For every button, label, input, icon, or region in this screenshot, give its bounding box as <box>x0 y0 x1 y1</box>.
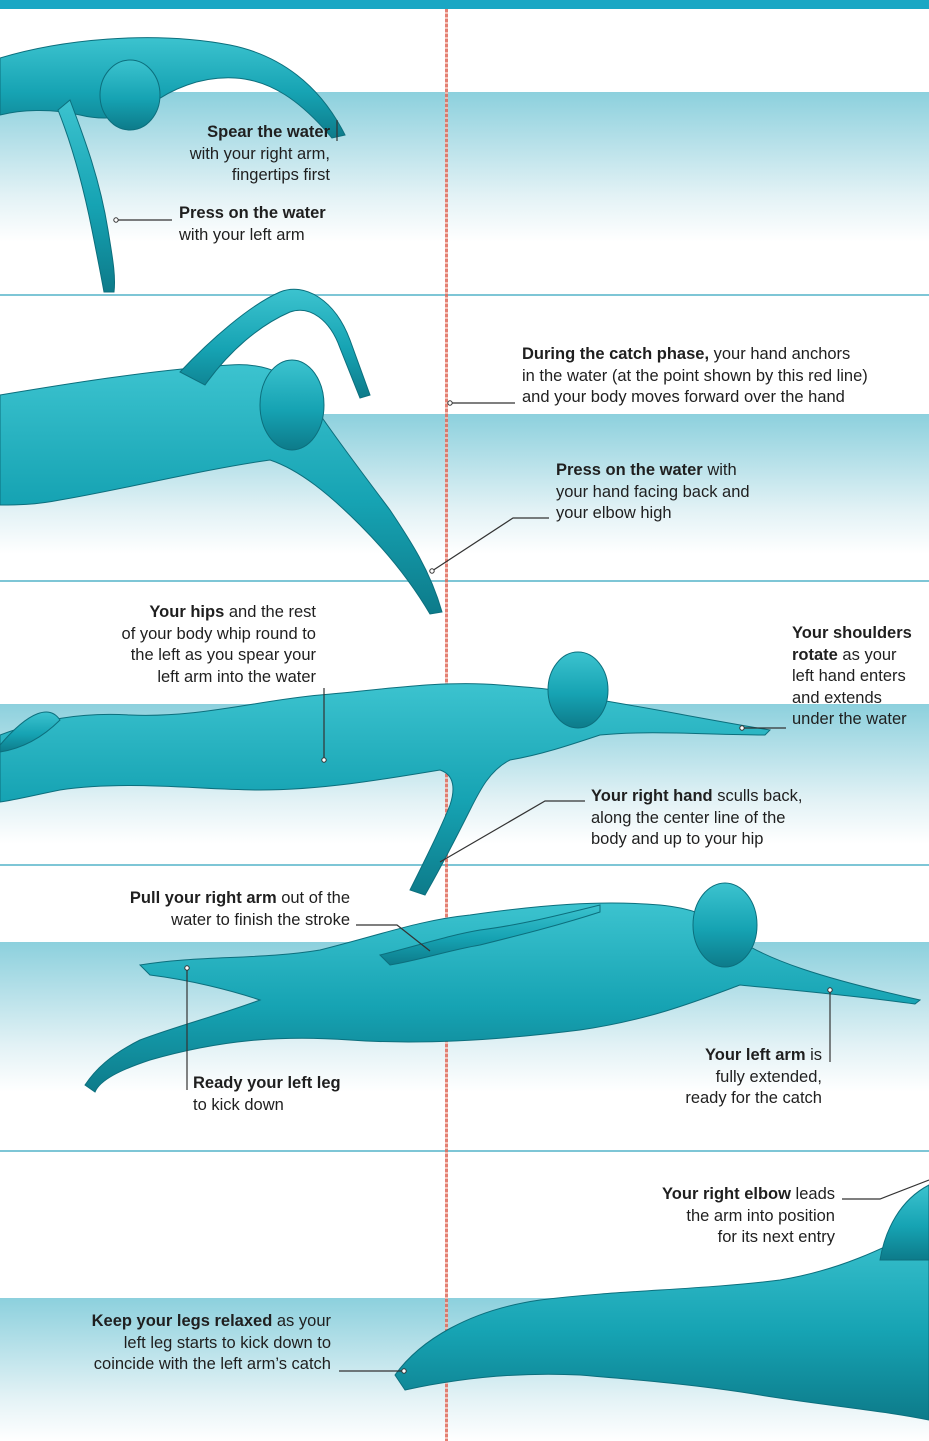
callout-right-hand-sculls: Your right hand sculls back, along the c… <box>591 786 802 851</box>
swimmer-figure-2 <box>0 289 442 614</box>
callout-ready-left-leg: Ready your left leg to kick down <box>193 1073 341 1116</box>
swimmer-figure-3 <box>0 652 770 895</box>
callout-catch-phase: During the catch phase, your hand anchor… <box>522 344 868 409</box>
callout-press-on-water-hand-back: Press on the water with your hand facing… <box>556 460 750 525</box>
callout-right-elbow-leads: Your right elbow leads the arm into posi… <box>662 1184 835 1249</box>
callout-your-hips: Your hips and the rest of your body whip… <box>122 602 316 688</box>
callout-spear-the-water: Spear the water with your right arm, fin… <box>190 122 330 187</box>
callout-shoulders-rotate: Your shoulders rotate as your left hand … <box>792 623 912 731</box>
callout-press-on-water-left-arm: Press on the water with your left arm <box>179 203 326 246</box>
callout-pull-right-arm: Pull your right arm out of the water to … <box>130 888 350 931</box>
callout-left-arm-extended: Your left arm is fully extended, ready f… <box>685 1045 822 1110</box>
callout-keep-legs-relaxed: Keep your legs relaxed as your left leg … <box>92 1311 331 1376</box>
